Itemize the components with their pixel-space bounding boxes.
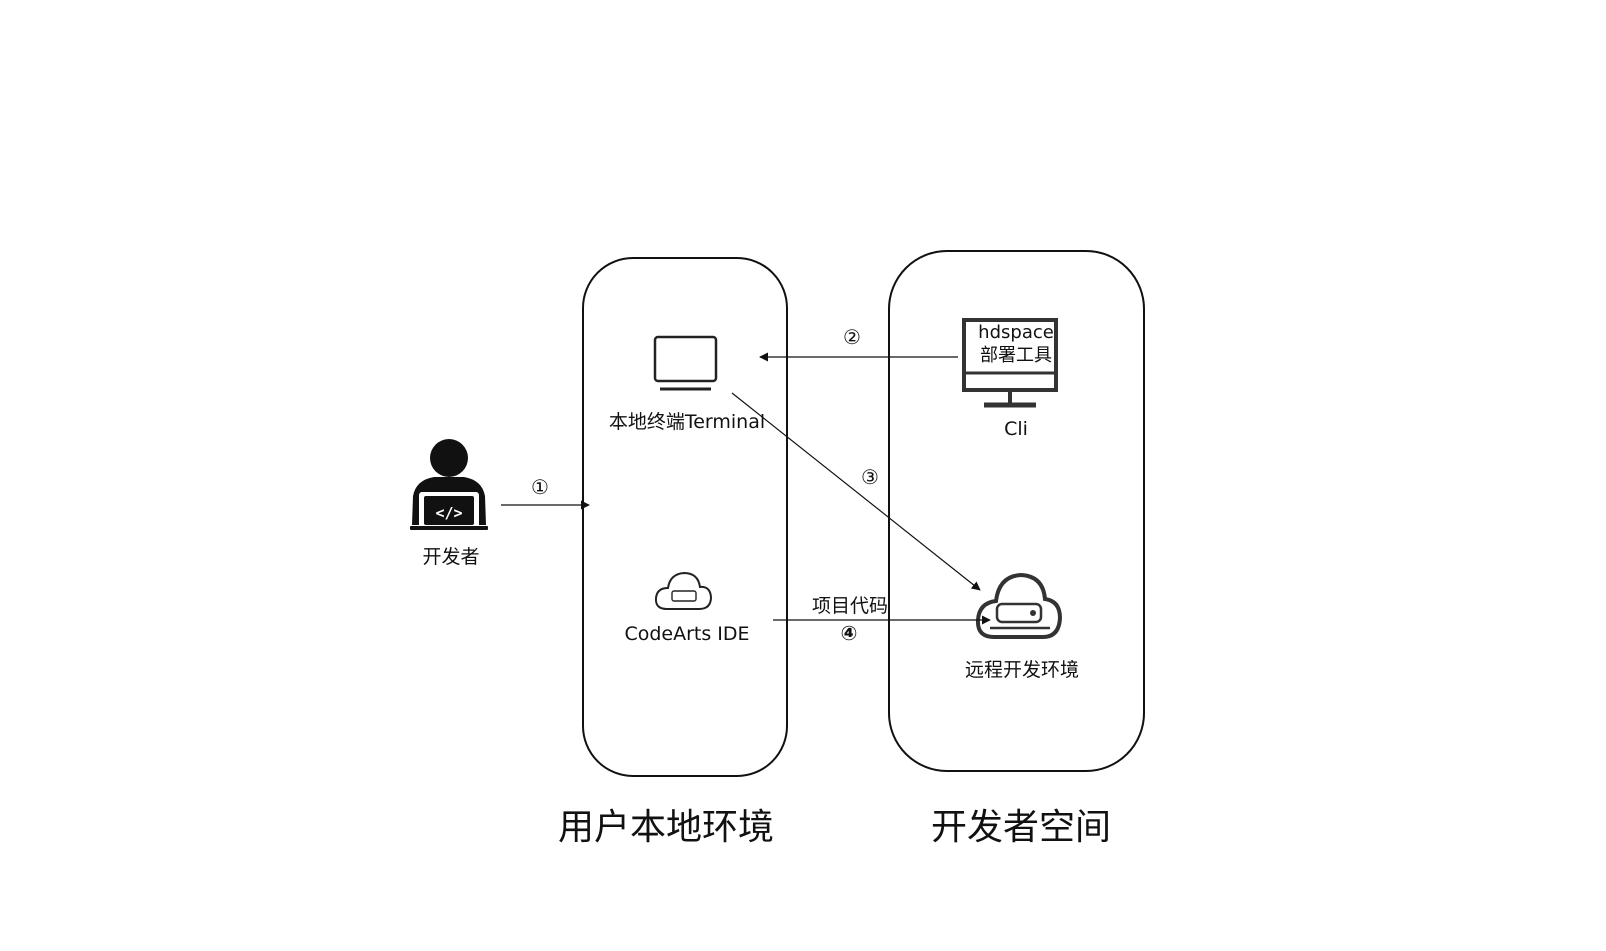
code-arrow-label: 项目代码 [811,595,889,617]
local-environment-container [582,257,788,777]
step-4-marker: ④ [840,621,858,645]
step-2-marker: ② [843,325,861,349]
cli-screen-line1: hdspace [978,322,1054,343]
developer-label: 开发者 [422,546,480,568]
arrow-terminal-to-remote [731,392,981,591]
ide-label: CodeArts IDE [624,623,750,645]
cli-screen-text: hdspace 部署工具 [978,321,1054,367]
desktop-computer-icon [962,318,1058,408]
terminal-label: 本地终端Terminal [608,411,766,433]
cli-label: Cli [1004,418,1028,440]
monitor-icon [653,335,718,391]
developer-space-title: 开发者空间 [930,807,1112,848]
remote-env-label: 远程开发环境 [964,659,1080,681]
local-environment-title: 用户本地环境 [557,807,775,848]
developer-with-laptop-icon: </> [410,439,488,530]
developer-space-container [888,250,1145,772]
svg-text:</>: </> [435,504,462,522]
cloud-server-icon [975,572,1063,639]
step-1-marker: ① [531,475,549,499]
cli-screen-line2: 部署工具 [979,345,1052,366]
cloud-ide-icon [654,571,713,610]
step-3-marker: ③ [861,465,879,489]
